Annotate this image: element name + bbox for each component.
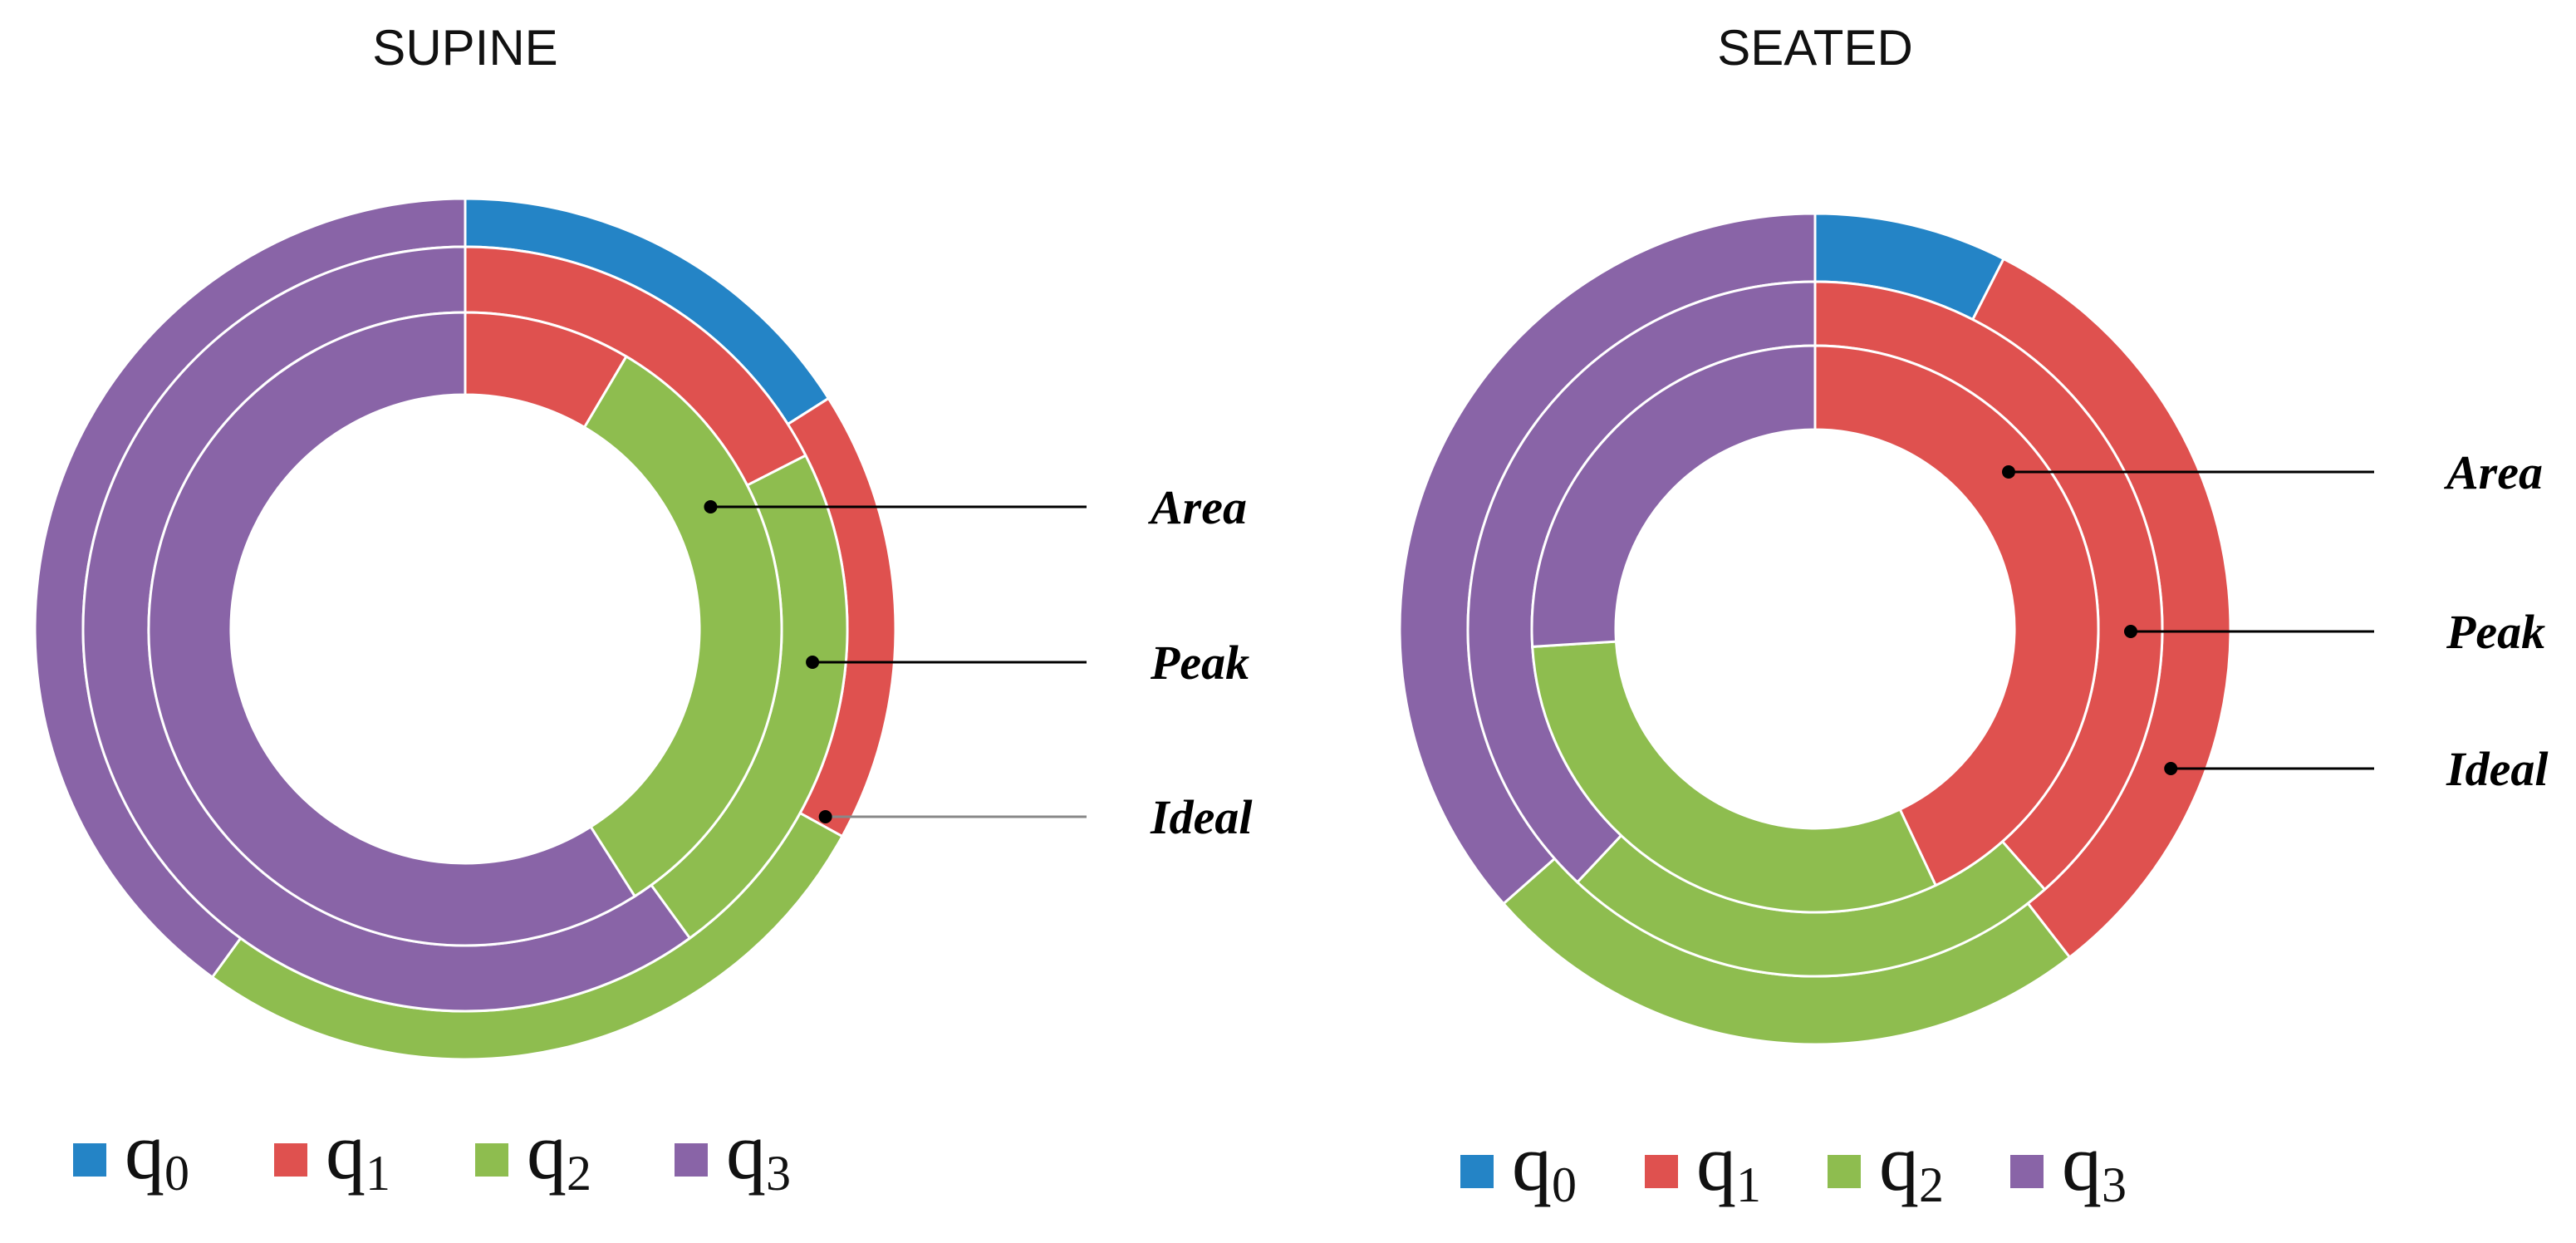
legend-label-q3: q3 bbox=[726, 1107, 791, 1201]
leader-dot-area bbox=[2001, 465, 2015, 479]
legend-swatch-q2 bbox=[475, 1143, 508, 1177]
legend-label-q1: q1 bbox=[1696, 1118, 1761, 1212]
leader-dot-area bbox=[704, 500, 718, 513]
legend-label-q0: q0 bbox=[125, 1107, 189, 1201]
ring-segment-area-q3 bbox=[1530, 344, 1817, 649]
ring-label-peak: Peak bbox=[1150, 636, 1249, 690]
chart-0: SUPINE Ideal Peak Area q0 q1 q2 q3 bbox=[33, 20, 1253, 1201]
legend-swatch-q0 bbox=[1460, 1155, 1494, 1188]
legend-label-q2: q2 bbox=[527, 1107, 591, 1201]
ring-segment-area-q3 bbox=[147, 311, 637, 947]
legend-label-q3: q3 bbox=[2062, 1118, 2127, 1212]
legend-swatch-q2 bbox=[1828, 1155, 1861, 1188]
legend-swatch-q3 bbox=[2010, 1155, 2044, 1188]
ring-segment-area-q1 bbox=[1813, 344, 2100, 887]
leader-dot-peak bbox=[806, 656, 820, 669]
leader-dot-ideal bbox=[818, 810, 832, 823]
ring-label-area: Area bbox=[1148, 480, 1247, 534]
legend-label-q1: q1 bbox=[326, 1107, 390, 1201]
legend-label-q0: q0 bbox=[1512, 1118, 1577, 1212]
legend-swatch-q1 bbox=[1645, 1155, 1678, 1188]
chart-title: SUPINE bbox=[372, 20, 557, 76]
chart-1: SEATED Ideal Peak Area q0 q1 q2 q3 bbox=[1398, 20, 2549, 1212]
ring-label-peak: Peak bbox=[2446, 605, 2545, 659]
ring-label-ideal: Ideal bbox=[1150, 790, 1253, 844]
legend-label-q2: q2 bbox=[1879, 1118, 1944, 1212]
ring-label-area: Area bbox=[2444, 445, 2543, 499]
ring-segment-area-q2 bbox=[1531, 640, 1938, 914]
legend-swatch-q1 bbox=[274, 1143, 307, 1177]
ring-label-ideal: Ideal bbox=[2446, 742, 2549, 796]
leader-dot-ideal bbox=[2164, 762, 2178, 775]
legend-swatch-q3 bbox=[675, 1143, 708, 1177]
leader-dot-peak bbox=[2123, 625, 2137, 638]
chart-title: SEATED bbox=[1717, 20, 1913, 76]
legend-swatch-q0 bbox=[73, 1143, 106, 1177]
